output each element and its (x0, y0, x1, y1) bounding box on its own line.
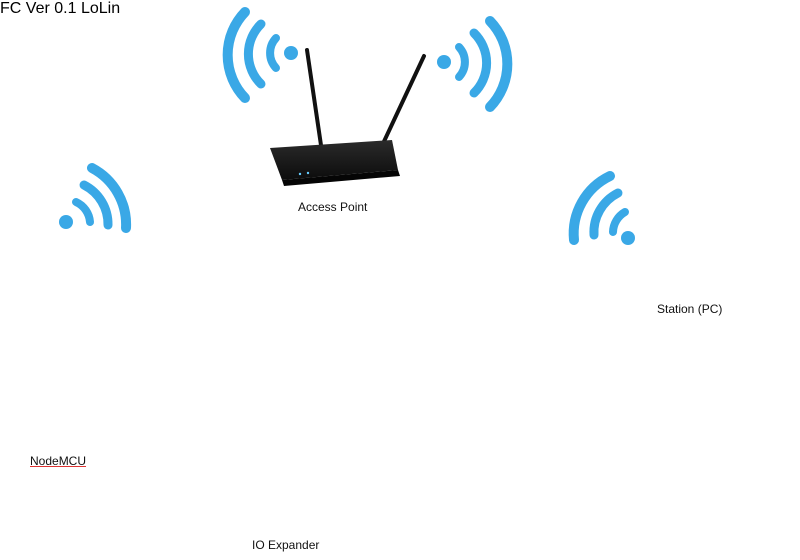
wifi-icon-router-left (222, 7, 298, 103)
chip-text: FC (0, 0, 22, 17)
router-icon (270, 48, 426, 186)
wifi-icon-router-right (437, 16, 513, 112)
nodemcu-label: NodeMCU (30, 454, 87, 468)
wifi-icon-station (568, 171, 635, 245)
io-expander-label: IO Expander (252, 538, 320, 552)
nodemcu-board: FC Ver 0.1 LoLin (0, 0, 120, 17)
silkscreen-text: LoLin (80, 0, 121, 17)
station-label: Station (PC) (657, 302, 723, 316)
version-text: Ver 0.1 (25, 0, 77, 17)
wifi-icon-nodemcu (59, 163, 132, 233)
access-point-label: Access Point (298, 200, 368, 214)
